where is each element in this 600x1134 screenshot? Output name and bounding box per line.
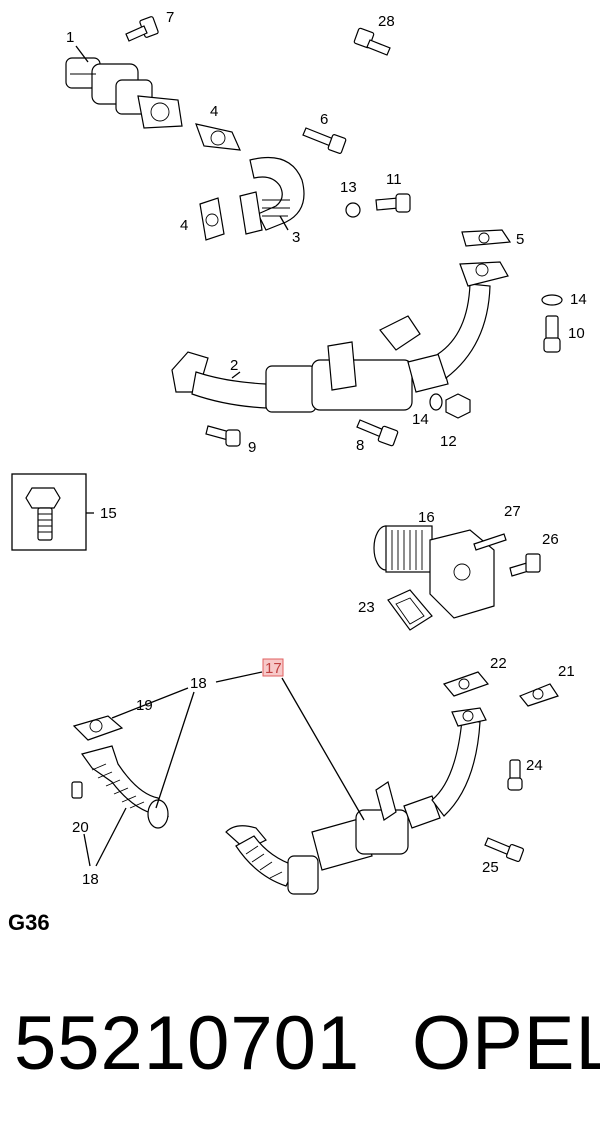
- bolt-28: [353, 27, 391, 56]
- callout-28: 28: [378, 13, 395, 30]
- bolt-8: [356, 419, 399, 447]
- leader-lines: [75, 45, 365, 867]
- nut-12: [445, 393, 471, 419]
- pipe-3: [239, 156, 305, 235]
- bolt-9: [205, 425, 241, 447]
- callout-19: 19: [136, 697, 153, 714]
- washer-14-left: [429, 393, 443, 411]
- bolt-26: [509, 553, 541, 577]
- callout-23: 23: [358, 599, 375, 616]
- callout-26: 26: [542, 531, 559, 548]
- washer-14-right: [541, 294, 563, 306]
- callout-14-right: 14: [570, 291, 587, 308]
- callout-8: 8: [356, 437, 364, 454]
- callout-15: 15: [100, 505, 117, 522]
- callout-11: 11: [386, 171, 402, 188]
- gasket-23: [387, 589, 433, 631]
- gasket-4-upper: [195, 123, 241, 151]
- flex-pipe-18-left: [81, 745, 170, 829]
- callout-13: 13: [340, 179, 357, 196]
- callout-12: 12: [440, 433, 457, 450]
- gasket-22: [442, 671, 490, 697]
- callout-2: 2: [230, 357, 238, 374]
- callout-14-left: 14: [412, 411, 429, 428]
- callout-27: 27: [504, 503, 521, 520]
- callout-17: 17: [265, 660, 282, 677]
- callout-labels: 1 2 3 4 4 5 6 7 8 9 10 11 12 13 14 14 15…: [66, 9, 587, 888]
- cooler-module-16: [373, 525, 495, 619]
- callout-6: 6: [320, 111, 328, 128]
- callout-24: 24: [526, 757, 543, 774]
- group-code: G36: [8, 910, 50, 935]
- egr-cooler-2: [171, 261, 509, 413]
- bolt-20: [71, 781, 83, 799]
- callout-22: 22: [490, 655, 507, 672]
- part-number: 55210701: [14, 1001, 361, 1086]
- egr-valve: [65, 57, 183, 129]
- callout-25: 25: [482, 859, 499, 876]
- gasket-19: [72, 715, 124, 741]
- exploded-parts-diagram: 1 2 3 4 4 5 6 7 8 9 10 11 12 13 14 14 15…: [11, 9, 587, 895]
- bolt-7: [125, 16, 159, 42]
- callout-17-highlight: [262, 658, 284, 677]
- gasket-21: [519, 683, 559, 707]
- gasket-5: [461, 229, 512, 247]
- washer-13: [345, 202, 361, 218]
- callout-5: 5: [516, 231, 524, 248]
- callout-20: 20: [72, 819, 89, 836]
- bolt-6: [302, 127, 347, 154]
- callout-4-lower: 4: [180, 217, 188, 234]
- callout-1: 1: [66, 29, 74, 46]
- callout-3: 3: [292, 229, 300, 246]
- brand-name: OPEL: [412, 1001, 600, 1086]
- callout-9: 9: [248, 439, 256, 456]
- bolt-11: [375, 193, 411, 213]
- callout-18-lower: 18: [82, 871, 99, 888]
- gasket-4-lower: [199, 197, 225, 241]
- callout-7: 7: [166, 9, 174, 26]
- callout-4-upper: 4: [210, 103, 218, 120]
- callout-21: 21: [558, 663, 575, 680]
- bolt-25: [484, 837, 525, 863]
- bolt-15-box: [11, 473, 87, 551]
- callout-16: 16: [418, 509, 435, 526]
- bolt-24: [507, 759, 523, 791]
- callout-10: 10: [568, 325, 585, 342]
- stud-27: [473, 533, 507, 551]
- egr-cooler-17: [225, 707, 487, 895]
- bolt-10: [543, 315, 561, 353]
- callout-18-upper: 18: [190, 675, 207, 692]
